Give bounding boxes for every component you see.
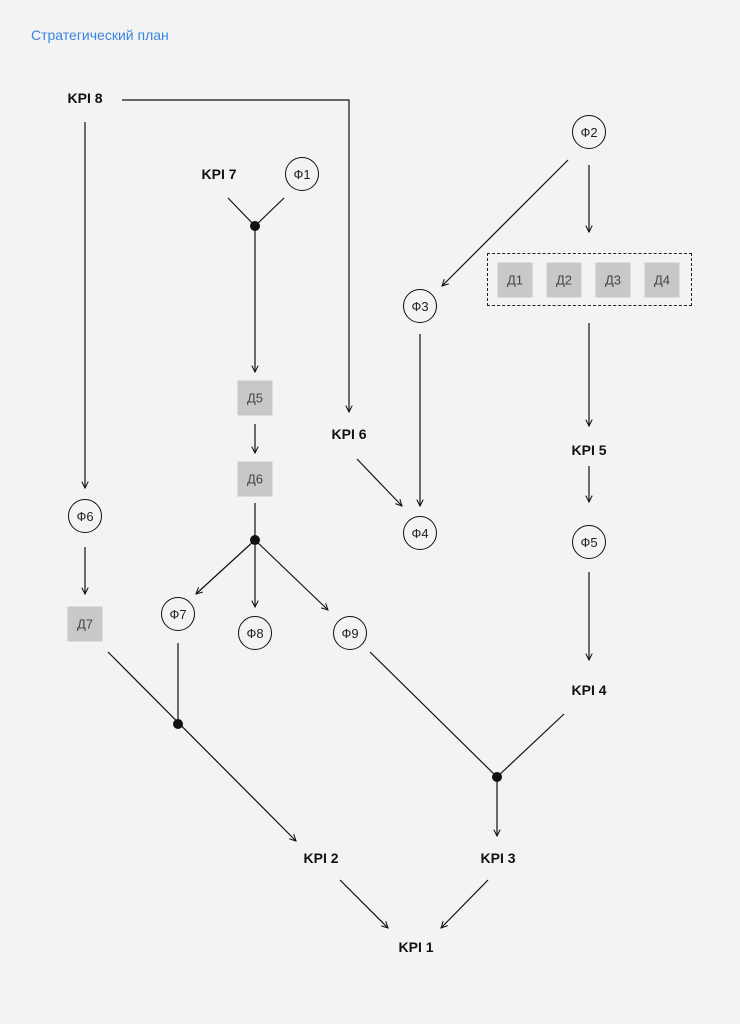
junction-dot [250, 221, 260, 231]
edge-kpi7-junction [227, 197, 256, 227]
action-d2[interactable]: Д2 [546, 262, 582, 298]
factor-f8[interactable]: Ф8 [238, 616, 272, 650]
action-d4[interactable]: Д4 [644, 262, 680, 298]
edge-kpi4-junction [496, 713, 565, 778]
edge-kpi3-kpi1 [441, 879, 489, 928]
factor-f3[interactable]: Ф3 [403, 289, 437, 323]
factor-f4[interactable]: Ф4 [403, 516, 437, 550]
factor-f1[interactable]: Ф1 [285, 157, 319, 191]
junction-dot [250, 535, 260, 545]
kpi-8[interactable]: KPI 8 [67, 90, 103, 106]
factor-f6[interactable]: Ф6 [68, 499, 102, 533]
factor-f5[interactable]: Ф5 [572, 525, 606, 559]
edge-junction-f9 [254, 539, 328, 610]
action-group-box [487, 253, 692, 306]
junction-dot [173, 719, 183, 729]
factor-f9[interactable]: Ф9 [333, 616, 367, 650]
edge-kpi8-kpi6 [122, 99, 349, 412]
edge-f9-junction [369, 651, 498, 778]
edge-kpi6-f4 [356, 458, 402, 506]
junction-dot [492, 772, 502, 782]
kpi-5[interactable]: KPI 5 [571, 442, 607, 458]
edge-f1-junction [254, 197, 285, 227]
kpi-3[interactable]: KPI 3 [480, 850, 516, 866]
edge-junction-f7 [196, 539, 256, 594]
action-d1[interactable]: Д1 [497, 262, 533, 298]
diagram-title: Стратегический план [31, 27, 169, 43]
kpi-1[interactable]: KPI 1 [398, 939, 434, 955]
kpi-6[interactable]: KPI 6 [331, 426, 367, 442]
kpi-7[interactable]: KPI 7 [201, 166, 237, 182]
factor-f7[interactable]: Ф7 [161, 597, 195, 631]
action-d3[interactable]: Д3 [595, 262, 631, 298]
edge-f2-f3 [442, 159, 569, 286]
edge-kpi2-kpi1 [339, 879, 388, 928]
kpi-2[interactable]: KPI 2 [303, 850, 339, 866]
action-d5[interactable]: Д5 [237, 380, 273, 416]
kpi-4[interactable]: KPI 4 [571, 682, 607, 698]
factor-f2[interactable]: Ф2 [572, 115, 606, 149]
action-d7[interactable]: Д7 [67, 606, 103, 642]
edge-d7-kpi2 [107, 651, 296, 841]
action-d6[interactable]: Д6 [237, 461, 273, 497]
